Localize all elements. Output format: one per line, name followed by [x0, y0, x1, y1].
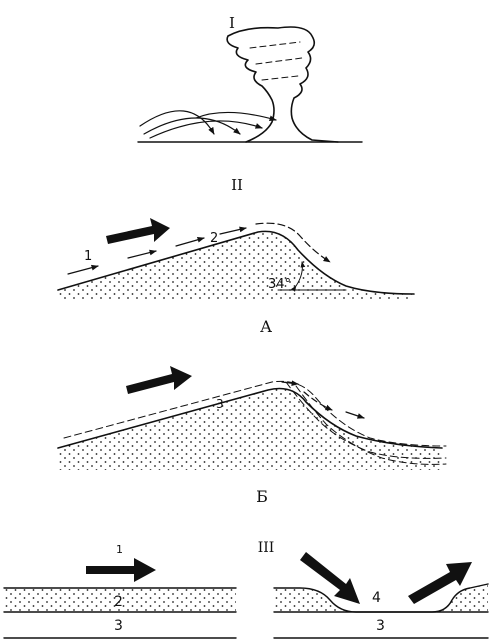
wind-arrow	[220, 228, 246, 234]
inflow-arrow	[144, 118, 240, 134]
layers-left-label-2: 2	[114, 594, 123, 610]
caption-b: Б	[256, 487, 268, 506]
dune-a	[58, 218, 414, 300]
layers-left-label-3: 3	[114, 618, 123, 634]
section-1-label: I	[229, 14, 235, 32]
dune-a-label-1: 1	[84, 249, 92, 264]
tornado-figure	[138, 27, 362, 142]
lee-flow-arrow	[346, 412, 364, 418]
layers-left-label-1: 1	[116, 543, 123, 556]
wind-arrow-big	[86, 558, 156, 582]
wind-arrow-big	[106, 218, 170, 244]
wind-arrow-big	[126, 366, 192, 394]
section-2-label: II	[231, 176, 243, 194]
layers-right-label-4: 4	[372, 590, 381, 606]
funnel-band	[250, 42, 300, 48]
funnel-band	[256, 58, 302, 64]
dune-b-sand	[58, 389, 442, 471]
wind-arrow	[176, 238, 204, 246]
wind-arrow	[128, 251, 156, 258]
wind-arrow	[68, 266, 98, 274]
section-3-label: III	[258, 540, 275, 556]
layers-right-label-3: 3	[376, 618, 385, 634]
funnel-band	[262, 76, 298, 80]
dune-b-label-3: 3	[216, 397, 224, 411]
dune-a-label-2: 2	[210, 231, 218, 246]
angle-label: 34°	[268, 277, 291, 292]
dune-b	[58, 366, 446, 470]
caption-a: А	[260, 317, 272, 336]
